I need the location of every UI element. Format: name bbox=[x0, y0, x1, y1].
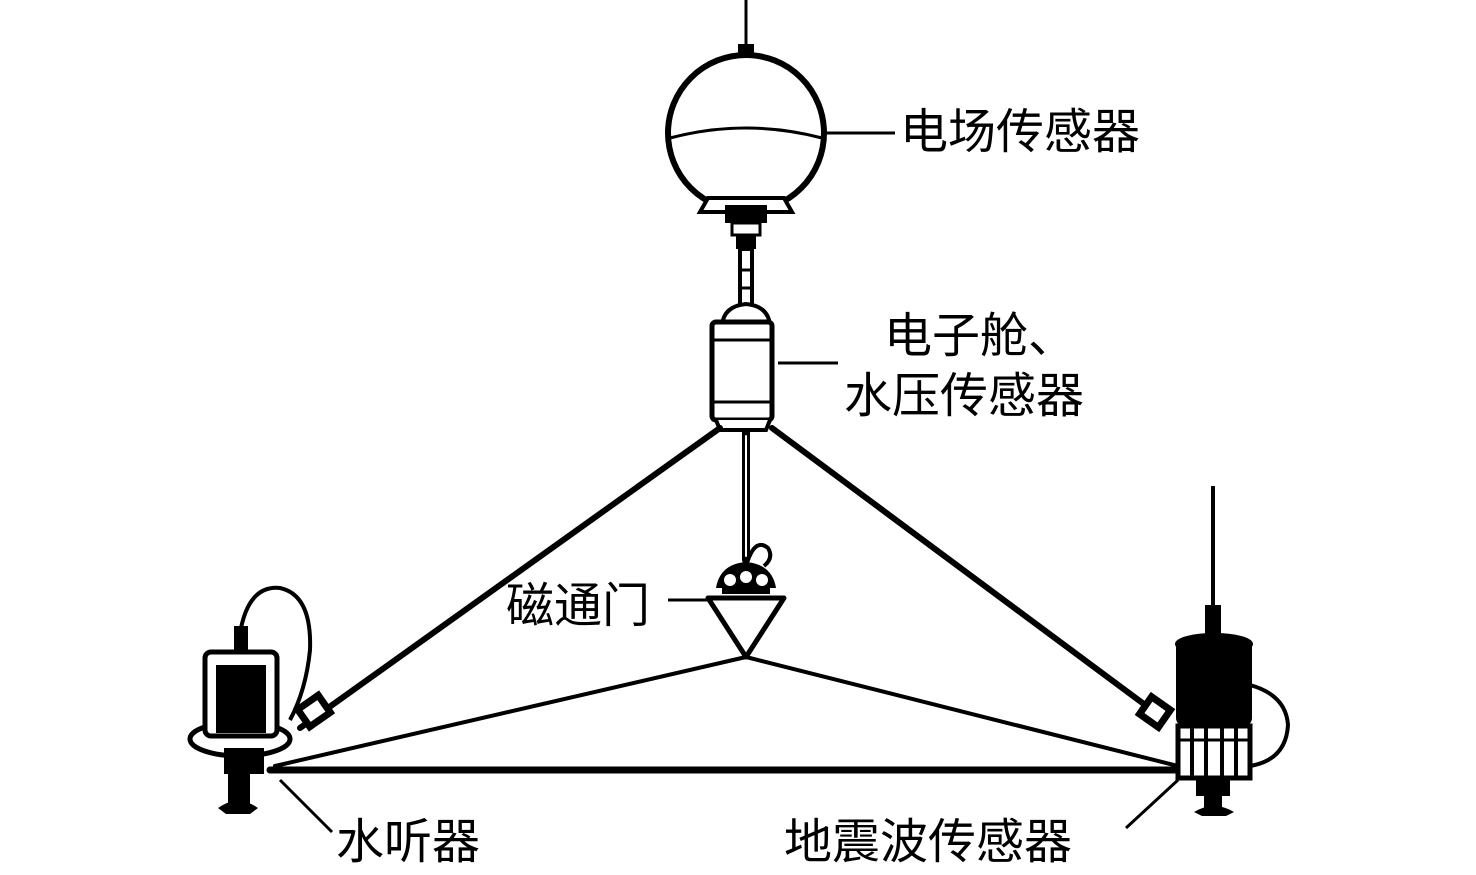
fluxgate-sensor bbox=[705, 543, 787, 660]
label-electronic-cabin-line1: 电子舱、 bbox=[884, 308, 1076, 364]
leader-lines bbox=[278, 131, 1180, 834]
label-seismic-sensor: 地震波传感器 bbox=[784, 814, 1072, 870]
label-hydrophone: 水听器 bbox=[336, 814, 480, 870]
seismic-sensor-unit bbox=[1134, 486, 1291, 816]
upper-connecting-rod bbox=[738, 247, 754, 307]
hydrophone-unit bbox=[187, 585, 336, 814]
frame-legs bbox=[266, 425, 1184, 774]
label-electronic-cabin-line2: 水压传感器 bbox=[844, 368, 1084, 424]
electric-field-sensor bbox=[665, 0, 827, 249]
electronic-cabin bbox=[709, 301, 775, 432]
label-electric-field-sensor: 电场传感器 bbox=[900, 104, 1140, 160]
label-fluxgate: 磁通门 bbox=[506, 578, 650, 634]
